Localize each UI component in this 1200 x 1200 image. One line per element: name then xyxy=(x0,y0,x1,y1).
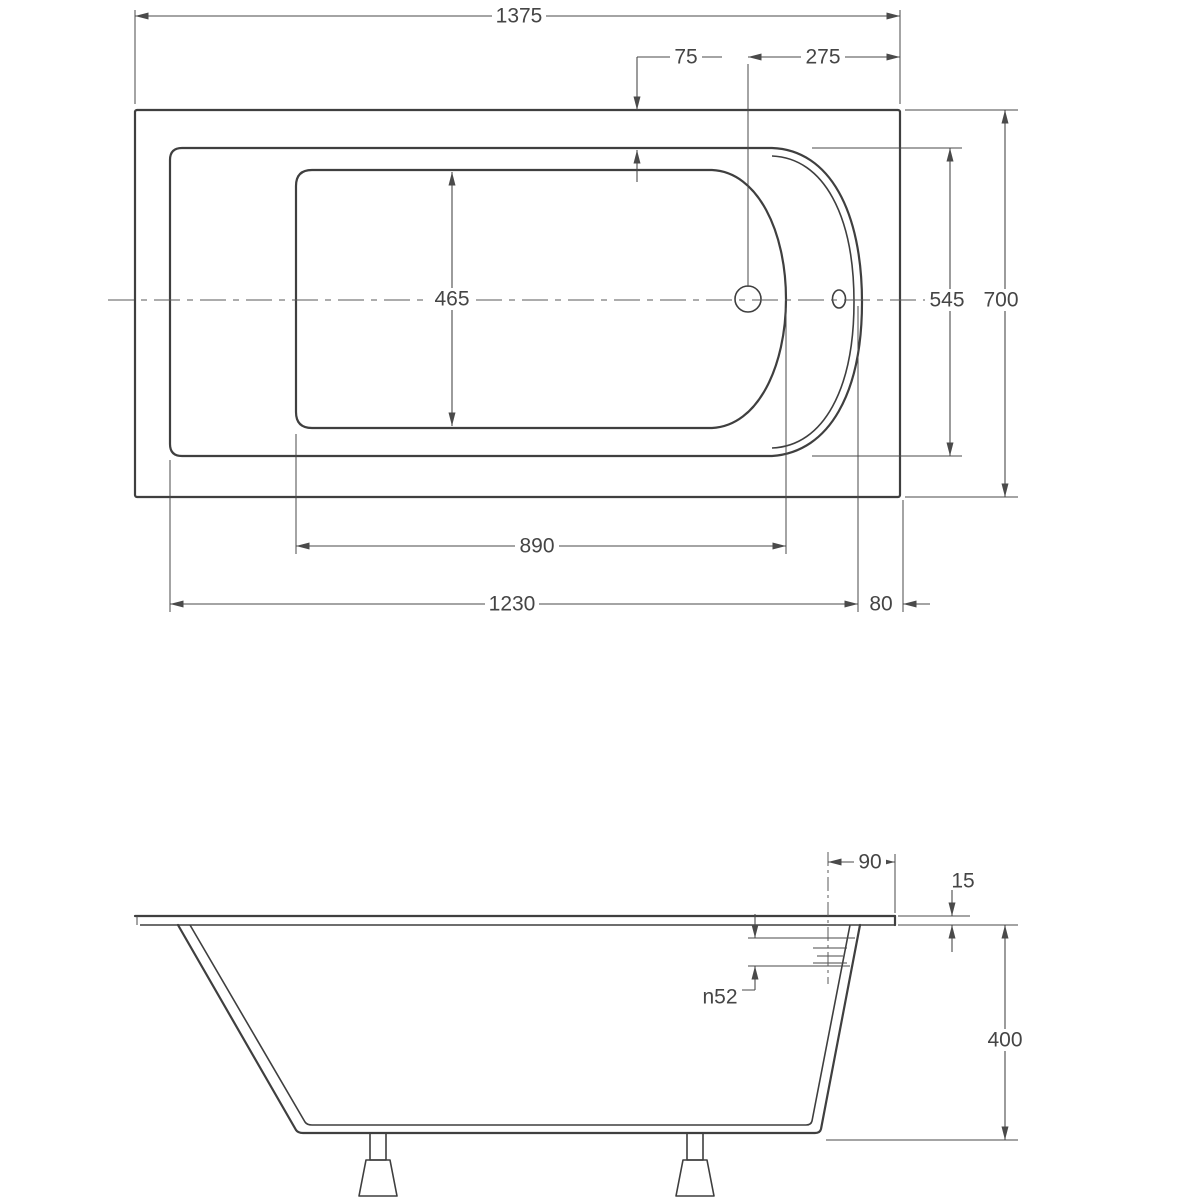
foot-left-base xyxy=(358,1159,398,1197)
dim-rim-inner-length: 1230 xyxy=(169,306,904,616)
dim-drain-to-end: 275 xyxy=(747,46,900,287)
dim-overflow-diameter: n52 xyxy=(702,914,759,1009)
foot-right xyxy=(675,1132,715,1197)
dim-rim-width-top: 75 xyxy=(633,46,722,182)
dim-drain-to-end-label: 275 xyxy=(805,46,840,69)
dim-basin-inner-width-label: 465 xyxy=(434,288,469,311)
top-view: 1375 275 75 465 545 xyxy=(108,5,1023,616)
drain-hole xyxy=(734,285,762,313)
dim-overall-length: 1375 xyxy=(134,5,901,104)
foot-left xyxy=(358,1132,398,1197)
side-view: 90 15 n52 400 xyxy=(133,851,1027,1197)
dim-overflow-to-end: 90 xyxy=(828,851,896,913)
basin-outline xyxy=(294,168,788,430)
dim-end-rim-width-label: 80 xyxy=(869,593,892,616)
overflow-fitting xyxy=(748,852,855,984)
dim-overall-length-label: 1375 xyxy=(496,5,543,28)
dim-overall-width: 700 xyxy=(905,109,1023,498)
dim-basin-inner-width: 465 xyxy=(430,172,474,426)
dim-overflow-diameter-label: n52 xyxy=(702,986,737,1009)
dim-end-rim-width: 80 xyxy=(865,593,930,616)
dim-rim-width-top-label: 75 xyxy=(674,46,697,69)
tub-inner-rim-offset xyxy=(771,155,855,449)
foot-left-stem xyxy=(369,1132,387,1161)
dim-basin-length: 890 xyxy=(295,308,787,558)
dim-basin-length-label: 890 xyxy=(519,535,554,558)
foot-right-stem xyxy=(686,1132,704,1161)
tub-profile-outer xyxy=(176,923,862,1135)
foot-right-base xyxy=(675,1159,715,1197)
tub-outer-edge xyxy=(133,108,902,499)
tub-inner-rim xyxy=(168,146,864,458)
dim-depth: 400 xyxy=(826,925,1027,1141)
dim-rim-inner-width: 545 xyxy=(812,147,969,457)
dim-rim-inner-length-label: 1230 xyxy=(489,593,536,616)
dim-rim-edge-height: 15 xyxy=(898,870,1018,952)
dim-overflow-to-end-label: 90 xyxy=(858,851,881,874)
tub-profile-inner xyxy=(189,924,851,1126)
overflow-hole xyxy=(831,289,847,309)
dim-depth-label: 400 xyxy=(987,1029,1022,1052)
dim-rim-edge-height-label: 15 xyxy=(951,870,974,893)
dim-rim-inner-width-label: 545 xyxy=(929,289,964,312)
dim-overall-width-label: 700 xyxy=(983,289,1018,312)
